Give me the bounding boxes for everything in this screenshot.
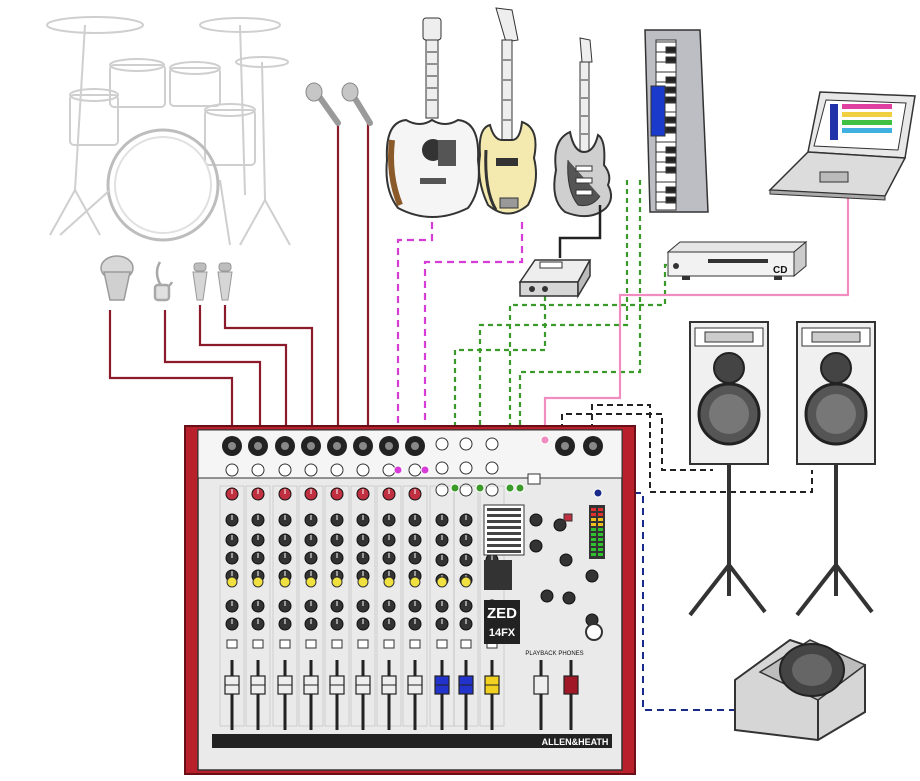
speaker-icon (797, 322, 875, 464)
usb-port-icon (528, 474, 540, 484)
cable-plug (421, 466, 429, 474)
mute-button[interactable] (332, 640, 342, 648)
mute-button[interactable] (461, 640, 471, 648)
master-fader[interactable] (564, 676, 578, 694)
mute-button[interactable] (410, 640, 420, 648)
knob-icon[interactable] (530, 540, 542, 552)
laptop-icon (770, 92, 915, 200)
cable-plug (541, 436, 549, 444)
mute-button[interactable] (437, 640, 447, 648)
mute-button[interactable] (384, 640, 394, 648)
clip-mic-icon (155, 262, 172, 300)
cable-plug (476, 484, 484, 492)
vocal-mic-icon (306, 83, 338, 123)
playback-label: PLAYBACK (525, 651, 556, 657)
mute-button[interactable] (358, 640, 368, 648)
cable-plug (394, 466, 402, 474)
cable-plug (451, 484, 459, 492)
condenser-mic-icon (193, 263, 207, 300)
knob-icon[interactable] (541, 590, 553, 602)
mute-button[interactable] (306, 640, 316, 648)
knob-icon[interactable] (563, 592, 575, 604)
mute-button[interactable] (280, 640, 290, 648)
acoustic-guitar-icon (386, 18, 478, 217)
mic-cable-group (110, 122, 368, 430)
speaker-stand-icon (797, 464, 872, 615)
dynamic-mic-icon (101, 256, 133, 300)
cd-player-icon: CD (668, 242, 806, 280)
floor-monitor-icon (735, 640, 865, 740)
mixer-logo: ZED (487, 605, 517, 622)
bass-guitar-icon (479, 8, 536, 214)
vocal-mic-icon (342, 83, 370, 123)
mute-button[interactable] (227, 640, 237, 648)
mixer-icon: ALLEN&HEATH ZED 14FX PLAYBACK PHONES (185, 426, 635, 774)
di-box-icon (520, 260, 590, 296)
cable-plug (516, 484, 524, 492)
cable-plug (594, 489, 602, 497)
electric-guitar-icon (554, 38, 611, 216)
playback-fader[interactable] (534, 676, 548, 694)
keyboard-icon (645, 30, 708, 212)
knob-icon[interactable] (560, 554, 572, 566)
cd-label: CD (773, 265, 787, 276)
speaker-stand-icon (690, 464, 765, 615)
speaker-icon (690, 322, 768, 464)
mute-button[interactable] (253, 640, 263, 648)
fx-preset-list (484, 505, 524, 555)
mixer-model: 14FX (489, 627, 516, 639)
drum-kit-icon (47, 17, 290, 245)
mixer-brand-label: ALLEN&HEATH (542, 737, 609, 747)
cable-plug (506, 484, 514, 492)
knob-icon[interactable] (530, 514, 542, 526)
condenser-mic-icon (218, 263, 232, 300)
headphone-jack-icon (586, 624, 602, 640)
phones-label: PHONES (558, 651, 583, 657)
knob-icon[interactable] (586, 570, 598, 582)
